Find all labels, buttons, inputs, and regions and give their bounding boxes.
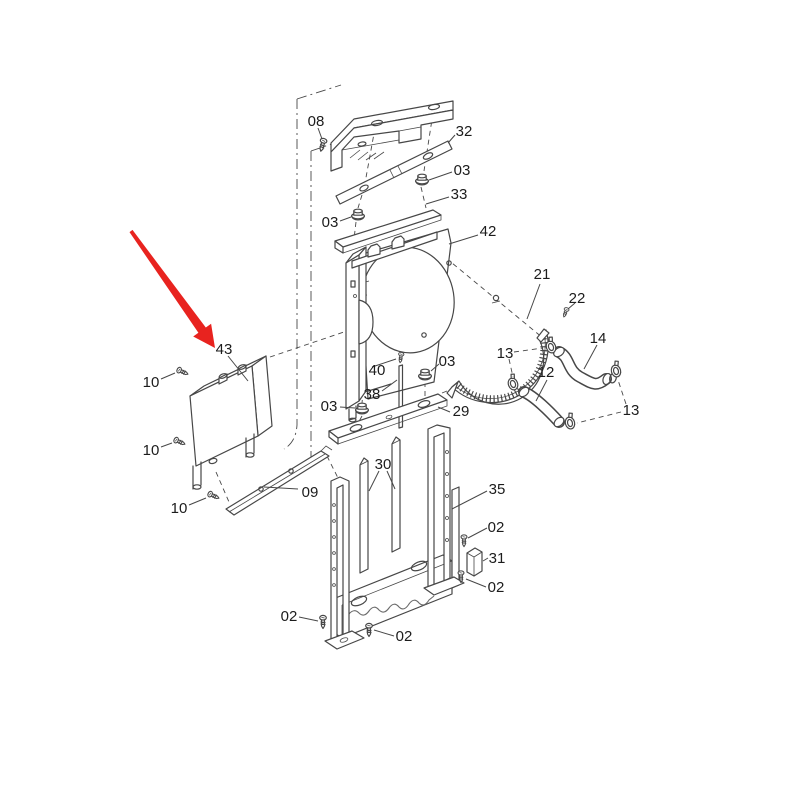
callout-10: 10 [171,500,188,517]
hose-clamp [562,411,577,431]
callout-35: 35 [489,481,506,498]
callout-22: 22 [569,290,586,307]
callout-42: 42 [480,223,497,240]
callout-40: 40 [369,362,386,379]
bolt-02 [365,622,373,638]
bolt-10 [206,490,221,502]
callout-29: 29 [453,403,470,420]
callout-13: 13 [497,345,514,362]
red-pointer-arrow-icon [129,229,215,348]
oil-cooler-43 [189,355,273,490]
callout-30: 30 [375,456,392,473]
grommet-03 [351,208,365,221]
bolt-02 [460,534,468,548]
upper-mount-bracket [317,100,454,172]
callout-02: 02 [281,608,298,625]
callout-38: 38 [364,386,381,403]
callout-21: 21 [534,266,551,283]
callout-33: 33 [451,186,468,203]
callout-03: 03 [322,214,339,231]
guide-rod-30 [391,436,401,553]
callout-leader-lines [160,127,598,637]
radiator-assembly [345,228,455,423]
callout-02: 02 [396,628,413,645]
callout-10: 10 [143,374,160,391]
callout-12: 12 [538,364,555,381]
hose-clamp [504,372,520,392]
callout-03: 03 [321,398,338,415]
callout-10: 10 [143,442,160,459]
callout-32: 32 [456,123,473,140]
screw-08 [317,137,328,153]
bolt-10 [172,436,187,448]
upper-hose-14 [553,346,617,390]
callout-labels: 08 32 03 33 03 42 21 22 14 13 12 13 43 1… [143,113,640,645]
guide-rod-30 [359,457,369,574]
callout-02: 02 [488,519,505,536]
spacer-block-31 [466,547,483,577]
lower-hose-12 [518,386,565,428]
callout-09: 09 [302,484,319,501]
grommet-03 [355,402,369,415]
callout-08: 08 [308,113,325,130]
script-watermark-icon [348,595,435,616]
bolt-02 [319,614,327,630]
support-bar-33 [334,209,442,254]
lower-mount-plate-29 [328,393,448,445]
callout-02: 02 [488,579,505,596]
grommet-03 [418,368,432,381]
clamp-callout-links [508,347,627,424]
grommet-03 [415,173,429,186]
rod-38 [398,364,404,429]
callout-03: 03 [454,162,471,179]
callout-43: 43 [216,341,233,358]
callout-31: 31 [489,550,506,567]
bolt-10 [175,366,190,378]
support-frame-35 [324,424,465,650]
callout-03: 03 [439,353,456,370]
callout-14: 14 [590,330,607,347]
fan-guard-arc [441,294,550,405]
callout-13: 13 [623,402,640,419]
stay-bar-09 [225,445,333,516]
mount-plate-32 [335,140,453,205]
